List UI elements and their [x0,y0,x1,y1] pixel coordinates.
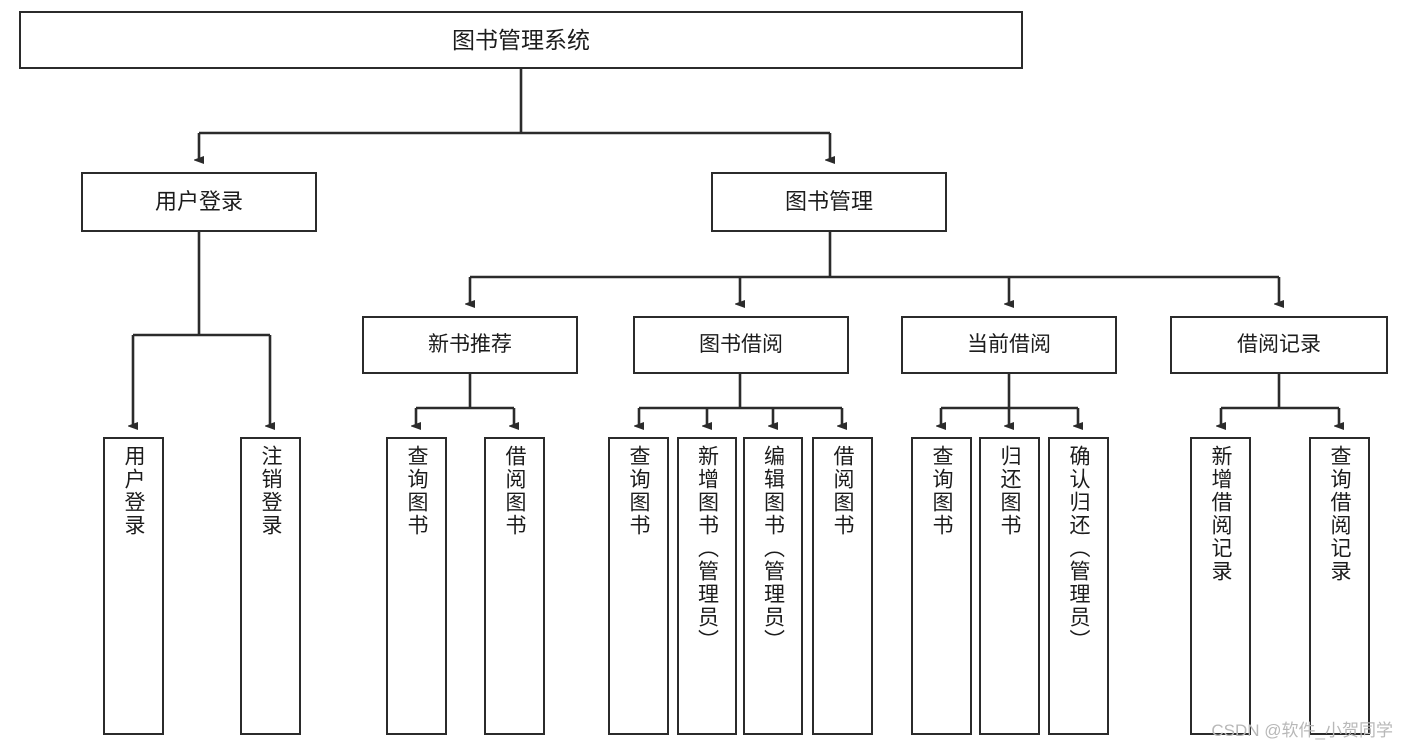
node-label: 借阅图书 [503,445,526,537]
node-label: 借阅记录 [1237,332,1321,356]
leaf-edit-book-admin[interactable]: 编辑图书（管理员） [743,437,803,735]
node-label: 查询图书 [930,445,953,537]
node-borrow-record[interactable]: 借阅记录 [1170,316,1388,374]
node-book-borrow[interactable]: 图书借阅 [633,316,849,374]
node-label: 归还图书 [998,445,1021,537]
leaf-return-book[interactable]: 归还图书 [979,437,1040,735]
node-label: 注销登录 [259,445,282,537]
leaf-add-borrow-record[interactable]: 新增借阅记录 [1190,437,1251,735]
node-new-book-recommend[interactable]: 新书推荐 [362,316,578,374]
node-label: 图书管理 [784,189,873,215]
node-label: 用户登录 [122,445,145,537]
csdn-watermark: CSDN @软件_小贺同学 [1211,721,1393,740]
leaf-user-login[interactable]: 用户登录 [103,437,164,735]
node-current-borrow[interactable]: 当前借阅 [901,316,1117,374]
node-label: 当前借阅 [967,332,1051,356]
leaf-confirm-return-admin[interactable]: 确认归还（管理员） [1048,437,1109,735]
node-book-management[interactable]: 图书管理 [711,172,947,232]
node-label: 查询图书 [627,445,650,537]
leaf-add-book-admin[interactable]: 新增图书（管理员） [677,437,737,735]
node-label: 借阅图书 [831,445,854,537]
leaf-query-book-current[interactable]: 查询图书 [911,437,972,735]
leaf-query-book-new[interactable]: 查询图书 [386,437,447,735]
node-label: 新书推荐 [428,332,512,356]
node-label: 确认归还（管理员） [1067,445,1090,652]
leaf-query-book-borrow[interactable]: 查询图书 [608,437,669,735]
node-label: 用户登录 [154,189,243,215]
node-user-login[interactable]: 用户登录 [81,172,317,232]
node-label: 图书借阅 [699,332,783,356]
node-label: 查询图书 [405,445,428,537]
leaf-borrow-book[interactable]: 借阅图书 [812,437,873,735]
node-label: 新增借阅记录 [1209,445,1232,583]
node-label: 查询借阅记录 [1328,445,1351,583]
leaf-logout[interactable]: 注销登录 [240,437,301,735]
node-label: 新增图书（管理员） [695,445,719,652]
node-root-system[interactable]: 图书管理系统 [19,11,1023,69]
leaf-query-borrow-record[interactable]: 查询借阅记录 [1309,437,1370,735]
leaf-borrow-book-new[interactable]: 借阅图书 [484,437,545,735]
node-label: 图书管理系统 [452,26,590,53]
node-label: 编辑图书（管理员） [761,445,785,652]
